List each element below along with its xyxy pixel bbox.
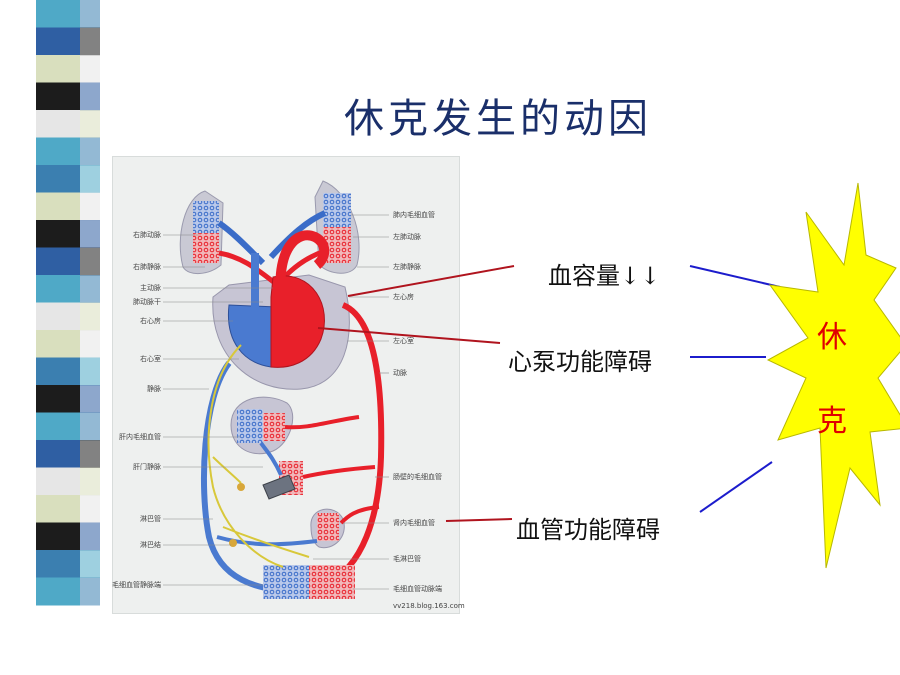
connector-vascular-to-shock (699, 461, 773, 513)
diagram-labels-right: 肺内毛细血管左肺动脉左肺静脉左心房左心室动脉肠壁的毛细血管肾内毛细血管毛淋巴管毛… (393, 210, 442, 593)
lower-body-capillaries-blue (263, 565, 309, 599)
diagram-label: 淋巴结 (140, 540, 161, 549)
cause-blood-volume: 血容量↓↓ (548, 262, 661, 290)
right-lung-capillaries-red (193, 233, 219, 263)
diagram-label: 动脉 (393, 368, 407, 377)
mesenteric-artery (302, 465, 376, 479)
diagram-label: 毛淋巴管 (393, 554, 421, 563)
diagram-credit: vv218.blog.163.com (393, 602, 465, 610)
diagram-labels-left: 右肺动脉右肺静脉主动脉肺动脉干右心房右心室静脉肝内毛细血管肝门静脉淋巴管淋巴结毛… (112, 230, 161, 589)
diagram-label: 肺内毛细血管 (393, 210, 435, 219)
diagram-label: 左心室 (393, 336, 414, 345)
liver-capillaries-blue (237, 409, 263, 443)
diagram-label: 肝内毛细血管 (119, 432, 161, 441)
diagram-label: 肺动脉干 (133, 297, 161, 306)
diagram-label: 左心房 (393, 292, 414, 301)
liver-capillaries-red (263, 413, 285, 441)
diagram-label: 主动脉 (140, 283, 161, 292)
label-leaders (163, 214, 389, 590)
cause-cardiac-pump: 心泵功能障碍 (508, 348, 652, 376)
portal-vein (259, 441, 283, 476)
kidney-capillaries (317, 513, 339, 541)
cause-vascular: 血管功能障碍 (516, 516, 660, 544)
diagram-label: 肠壁的毛细血管 (393, 472, 442, 481)
aorta-arch (275, 230, 330, 296)
connector-blood-volume-to-shock (689, 265, 781, 288)
diagram-label: 左肺动脉 (393, 232, 421, 241)
page-title: 休克发生的动因 (344, 96, 652, 142)
lymph-vessels (207, 344, 310, 568)
diagram-label: 右肺动脉 (133, 230, 161, 239)
diagram-label: 右心室 (140, 354, 161, 363)
left-lung-capillaries-blue (323, 193, 351, 227)
renal-artery (339, 505, 380, 525)
hepatic-artery (284, 415, 360, 430)
shock-char-xiu: 休 (817, 320, 847, 355)
diagram-label: 右心房 (140, 316, 161, 325)
intestine (262, 474, 296, 500)
diagram-label: 肝门静脉 (133, 462, 161, 471)
diagram-label: 左肺静脉 (393, 262, 421, 271)
circulation-diagram: 右肺动脉右肺静脉主动脉肺动脉干右心房右心室静脉肝内毛细血管肝门静脉淋巴管淋巴结毛… (112, 156, 465, 614)
lymph-node (237, 483, 245, 491)
diagram-label: 肾内毛细血管 (393, 518, 435, 527)
shock-char-ke: 克 (817, 404, 847, 439)
diagram-label: 静脉 (147, 384, 161, 393)
diagram-label: 毛细血管静脉端 (112, 580, 161, 589)
decorative-stripe (36, 0, 100, 606)
lymph-node (229, 539, 237, 547)
diagram-label: 毛细血管动脉端 (393, 584, 442, 593)
diagram-label: 右肺静脉 (133, 262, 161, 271)
lower-body-capillaries-red (309, 565, 355, 599)
right-lung-capillaries-blue (193, 201, 219, 233)
shock-star (766, 182, 900, 569)
diagram-label: 淋巴管 (140, 514, 161, 523)
